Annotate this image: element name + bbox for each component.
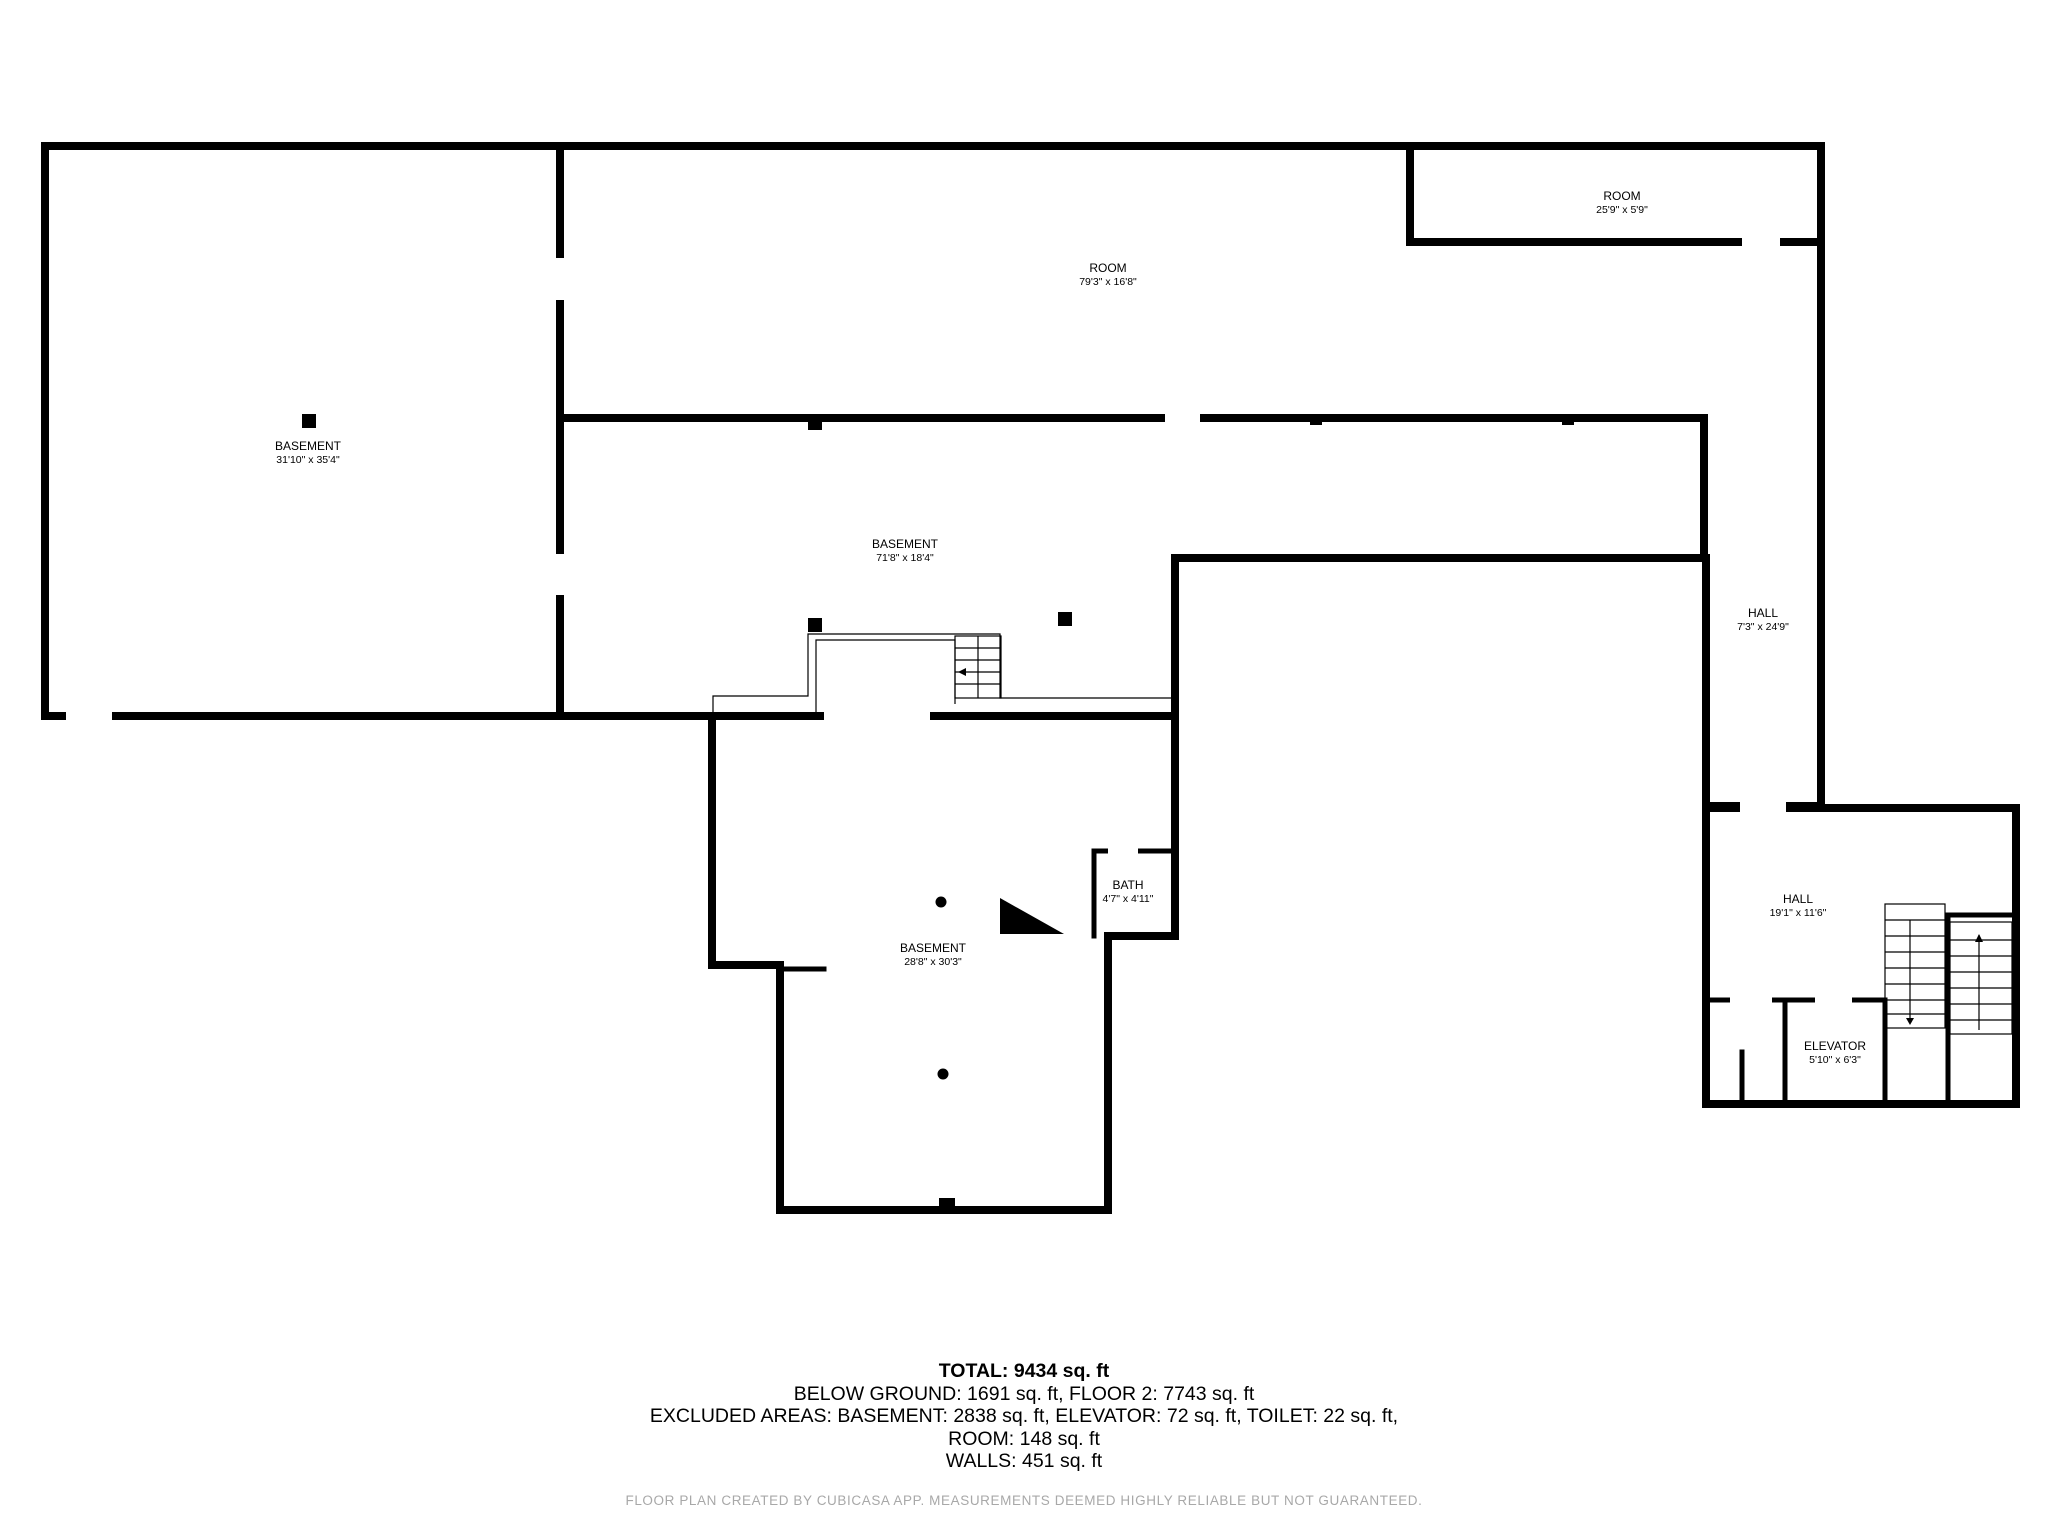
column bbox=[1310, 418, 1322, 425]
room-name-elevator: ELEVATOR bbox=[1804, 1039, 1866, 1053]
wall-north-outline bbox=[556, 142, 1825, 810]
column bbox=[302, 414, 316, 428]
room-name-basement-south: BASEMENT bbox=[900, 941, 967, 955]
room-name-hall-east: HALL bbox=[1748, 606, 1778, 620]
columns bbox=[302, 414, 1574, 1208]
room-name-room-north: ROOM bbox=[1089, 261, 1126, 275]
room-name-basement-mid: BASEMENT bbox=[872, 537, 939, 551]
excluded-room-line: ROOM: 148 sq. ft bbox=[948, 1427, 1100, 1450]
column bbox=[808, 418, 822, 430]
room-name-basement-west: BASEMENT bbox=[275, 439, 342, 453]
area-breakdown-line: BELOW GROUND: 1691 sq. ft, FLOOR 2: 7743… bbox=[793, 1382, 1255, 1405]
total-area: TOTAL: 9434 sq. ft bbox=[938, 1360, 1110, 1382]
stair-arrow-icon bbox=[958, 668, 966, 676]
stair-hall-b bbox=[1949, 921, 2013, 1035]
room-dims-room-north: 79'3" x 16'8" bbox=[1079, 276, 1137, 288]
round-column bbox=[937, 1068, 949, 1080]
wall-bath bbox=[1091, 848, 1175, 939]
stair-arrow-icon bbox=[1906, 1018, 1914, 1025]
room-dims-basement-mid: 71'8" x 18'4" bbox=[876, 552, 934, 564]
round-column bbox=[935, 896, 947, 908]
stairs bbox=[954, 635, 2013, 1035]
room-dims-basement-south: 28'8" x 30'3" bbox=[904, 956, 962, 968]
stair-landing-outline bbox=[712, 633, 1172, 712]
room-dims-basement-west: 31'10" x 35'4" bbox=[276, 454, 340, 466]
wall-small-room bbox=[1406, 142, 1825, 246]
room-dims-hall-east: 7'3" x 24'9" bbox=[1737, 621, 1789, 633]
column bbox=[1562, 418, 1574, 425]
walls bbox=[41, 142, 2020, 1214]
walls-area-line: WALLS: 451 sq. ft bbox=[945, 1450, 1103, 1472]
triangle-fixture bbox=[1000, 898, 1064, 934]
column bbox=[939, 1198, 955, 1208]
column bbox=[808, 618, 822, 632]
room-dims-room-small: 25'9" x 5'9" bbox=[1596, 204, 1648, 216]
wall-basement-west bbox=[41, 142, 564, 720]
area-summary: TOTAL: 9434 sq. ft BELOW GROUND: 1691 sq… bbox=[0, 1360, 2048, 1473]
room-name-room-small: ROOM bbox=[1603, 189, 1640, 203]
room-labels: BASEMENT 31'10" x 35'4" ROOM 79'3" x 16'… bbox=[275, 189, 1866, 1066]
stair-arrow-icon bbox=[1975, 934, 1983, 942]
openings bbox=[66, 236, 1852, 1006]
room-name-hall-se: HALL bbox=[1783, 892, 1813, 906]
room-name-bath: BATH bbox=[1112, 878, 1143, 892]
excluded-areas-line: EXCLUDED AREAS: BASEMENT: 2838 sq. ft, E… bbox=[649, 1405, 1399, 1427]
column bbox=[1058, 612, 1072, 626]
wall-divider-north bbox=[556, 414, 1708, 560]
wall-basement-south bbox=[708, 714, 1179, 1214]
room-dims-bath: 4'7" x 4'11" bbox=[1103, 893, 1154, 905]
room-dims-elevator: 5'10" x 6'3" bbox=[1809, 1054, 1861, 1066]
wall-stair-box bbox=[1945, 912, 2017, 1105]
disclaimer: FLOOR PLAN CREATED BY CUBICASA APP. MEAS… bbox=[625, 1493, 1423, 1508]
stair-landing-outline-inner bbox=[815, 639, 956, 712]
room-dims-hall-se: 19'1" x 11'6" bbox=[1770, 907, 1827, 919]
stair-hall-a bbox=[1884, 903, 1946, 1029]
wall-hall-se bbox=[1702, 804, 2020, 1108]
